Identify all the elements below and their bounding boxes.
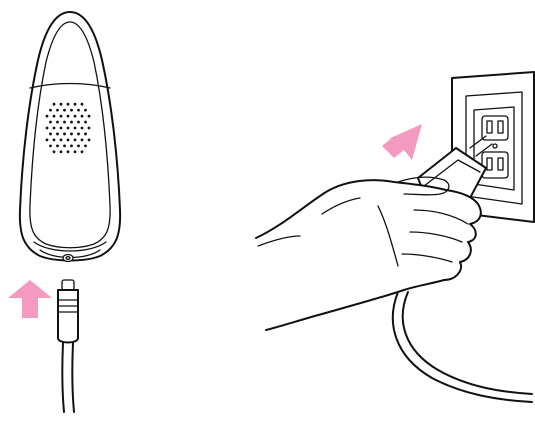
speaker-device: [20, 12, 120, 262]
grille-dot: [77, 109, 80, 112]
grille-dot: [53, 115, 56, 118]
grille-dot: [84, 144, 87, 147]
grille-dot: [56, 133, 59, 136]
grille-dot: [49, 109, 52, 112]
grille-dot: [88, 115, 91, 118]
grille-dot: [74, 115, 77, 118]
grille-dot: [74, 150, 77, 153]
grille-dot: [74, 103, 77, 106]
grille-dot: [60, 127, 63, 130]
grille-dot: [67, 127, 70, 130]
grille-dot: [74, 139, 77, 142]
grille-dot: [84, 109, 87, 112]
cable-left: [62, 343, 64, 412]
grille-dot: [81, 150, 84, 153]
arrow-up-right-icon: [382, 124, 422, 160]
dc-plug-cable: [58, 280, 78, 412]
grille-dot: [46, 139, 49, 142]
grille-dot: [77, 121, 80, 124]
device-input-jack: [63, 255, 73, 262]
plug-tip: [62, 280, 74, 290]
grille-dot: [81, 103, 84, 106]
plug-sleeve: [58, 290, 78, 343]
grille-dot: [60, 150, 63, 153]
grille-dot: [56, 121, 59, 124]
grille-dot: [81, 139, 84, 142]
grille-dot: [49, 144, 52, 147]
arrow-up-icon: [8, 280, 52, 318]
grille-dot: [77, 133, 80, 136]
grille-dot: [67, 103, 70, 106]
grille-dot: [53, 127, 56, 130]
grille-dot: [60, 115, 63, 118]
hand-outline: [256, 180, 481, 330]
grille-dot: [46, 115, 49, 118]
grille-dot: [84, 121, 87, 124]
grille-dot: [63, 144, 66, 147]
ac-cord-outer: [393, 292, 532, 402]
grille-dot: [81, 127, 84, 130]
grille-dot: [88, 139, 91, 142]
grille-dot: [67, 150, 70, 153]
grille-dot: [77, 144, 80, 147]
grille-dot: [53, 139, 56, 142]
grille-dot: [49, 133, 52, 136]
ac-cord-inner: [403, 292, 532, 394]
grille-dot: [60, 139, 63, 142]
grille-dot: [88, 127, 91, 130]
grille-dot: [67, 115, 70, 118]
grille-dot: [63, 109, 66, 112]
ac-cord: [393, 292, 532, 402]
grille-dot: [70, 133, 73, 136]
grille-dot: [81, 115, 84, 118]
grille-dot: [49, 121, 52, 124]
grille-dot: [63, 121, 66, 124]
grille-dot: [63, 133, 66, 136]
grille-dot: [84, 133, 87, 136]
grille-dot: [53, 150, 56, 153]
grille-dot: [56, 109, 59, 112]
outlet-lower-socket: [482, 152, 508, 178]
grille-dot: [70, 144, 73, 147]
grille-dot: [70, 121, 73, 124]
grille-dot: [74, 127, 77, 130]
grille-dot: [60, 103, 63, 106]
grille-dot: [67, 139, 70, 142]
grille-dot: [46, 127, 49, 130]
hand: [256, 177, 481, 330]
cable-right: [72, 343, 74, 412]
grille-dot: [70, 109, 73, 112]
grille-dot: [53, 103, 56, 106]
grille-dot: [56, 144, 59, 147]
